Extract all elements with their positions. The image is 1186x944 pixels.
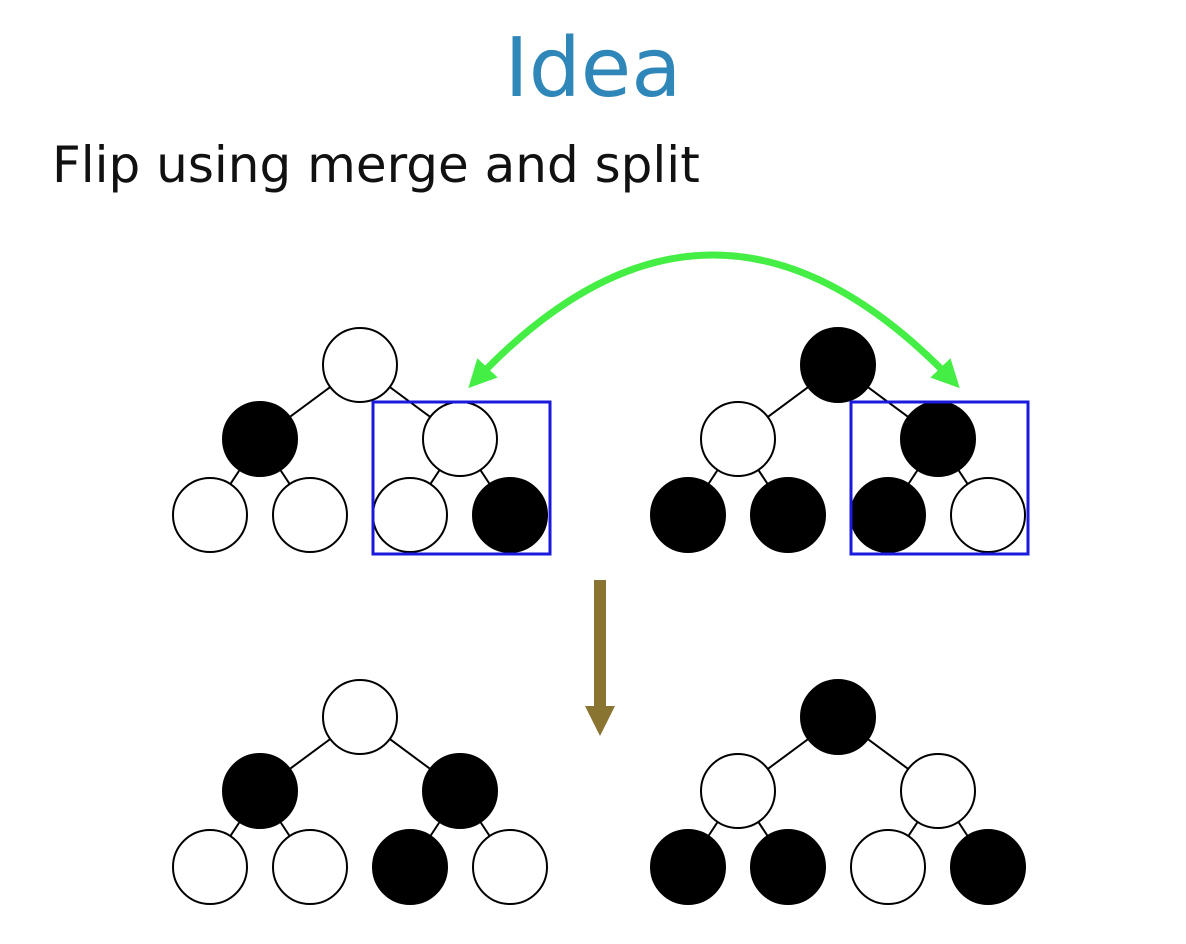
tree-node-white [850,829,926,905]
tree-top-left [172,327,552,556]
tree-node-black [750,477,826,553]
slide-subtitle: Flip using merge and split [52,136,700,194]
tree-top-right [650,327,1030,556]
down-arrow-icon [585,580,615,736]
tree-node-black [750,829,826,905]
tree-node-white [472,829,548,905]
tree-node-white [422,401,498,477]
tree-node-black [650,477,726,553]
tree-node-black [472,477,548,553]
tree-node-black [222,753,298,829]
tree-node-white [172,477,248,553]
tree-node-white [322,679,398,755]
double-headed-curved-arrow-icon [468,251,960,389]
tree-node-white [372,477,448,553]
tree-node-black [800,327,876,403]
tree-node-white [700,753,776,829]
tree-bottom-left [172,679,548,905]
tree-node-black [850,477,926,553]
tree-node-white [172,829,248,905]
down-arrow-shaft [594,580,606,708]
highlight-box [849,400,1030,556]
down-arrow-head [585,706,615,736]
tree-node-white [950,477,1026,553]
tree-node-black [372,829,448,905]
tree-node-black [950,829,1026,905]
tree-node-white [272,477,348,553]
tree-node-black [422,753,498,829]
tree-bottom-right [650,679,1026,905]
tree-node-black [800,679,876,755]
slide-title: Idea [504,21,682,116]
tree-node-white [272,829,348,905]
tree-node-white [700,401,776,477]
highlight-box [371,400,552,556]
tree-node-black [650,829,726,905]
tree-node-white [900,753,976,829]
tree-node-white [322,327,398,403]
tree-node-black [900,401,976,477]
tree-node-black [222,401,298,477]
